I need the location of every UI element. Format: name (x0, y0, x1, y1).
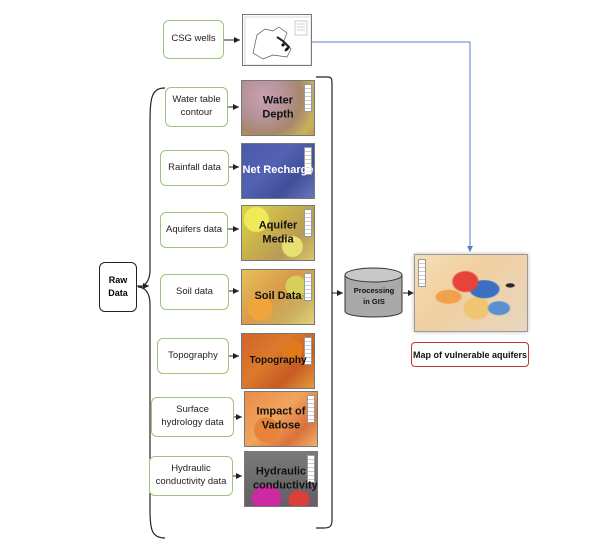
csg-wells-label: CSG wells (171, 33, 216, 45)
processing-label: Processing in GIS (353, 286, 395, 307)
raw-data-box: Raw Data (99, 262, 137, 312)
input-box-topography: Topography (157, 338, 229, 374)
input-box-rainfall: Rainfall data (160, 150, 229, 186)
input-label: Soil data (176, 285, 213, 297)
input-box-hydraulic: Hydraulic conductivity data (149, 456, 233, 496)
map-net-recharge: Net Recharge (241, 143, 315, 199)
raw-data-label: Raw Data (108, 274, 128, 299)
map-impact-of-vadose: Impact of Vadose (244, 391, 318, 447)
csg-link-line (312, 41, 473, 252)
map-label: Topography (249, 354, 307, 366)
map-label: Net Recharge (242, 164, 314, 177)
input-label: Aquifers data (166, 223, 222, 235)
map-hydraulic-conductivity: Hydraulic conductivity (244, 451, 318, 507)
map-label: Water Depth (262, 94, 294, 120)
input-label: Rainfall data (168, 161, 221, 173)
map-soil-data: Soil Data (241, 269, 315, 325)
result-label-box: Map of vulnerable aquifers (411, 342, 529, 367)
right-brace (316, 76, 333, 529)
database-cylinder (344, 267, 403, 318)
input-label: Water table contour (172, 94, 221, 118)
csg-wells-map (242, 14, 312, 66)
csg-wells-box: CSG wells (163, 20, 224, 59)
input-label: Topography (168, 349, 218, 361)
vulnerable-aquifers-map (414, 254, 528, 332)
map-label: Soil Data (254, 290, 302, 303)
map-label: Aquifer Media (258, 219, 298, 245)
input-box-aquifers: Aquifers data (160, 212, 228, 248)
result-label: Map of vulnerable aquifers (412, 349, 528, 360)
input-label: Surface hydrology data (161, 404, 224, 428)
map-aquifer-media: Aquifer Media (241, 205, 315, 261)
csg-wells-map-image (244, 16, 311, 65)
map-label: Hydraulic conductivity (253, 465, 318, 491)
left-brace (137, 87, 166, 539)
input-label: Hydraulic conductivity data (155, 463, 227, 487)
input-box-soil: Soil data (160, 274, 229, 310)
input-box-surface-hydrology: Surface hydrology data (151, 397, 234, 437)
map-label: Impact of Vadose (256, 405, 306, 431)
input-box-water-table: Water table contour (165, 87, 228, 127)
map-water-depth: Water Depth (241, 80, 315, 136)
map-topography: Topography (241, 333, 315, 389)
